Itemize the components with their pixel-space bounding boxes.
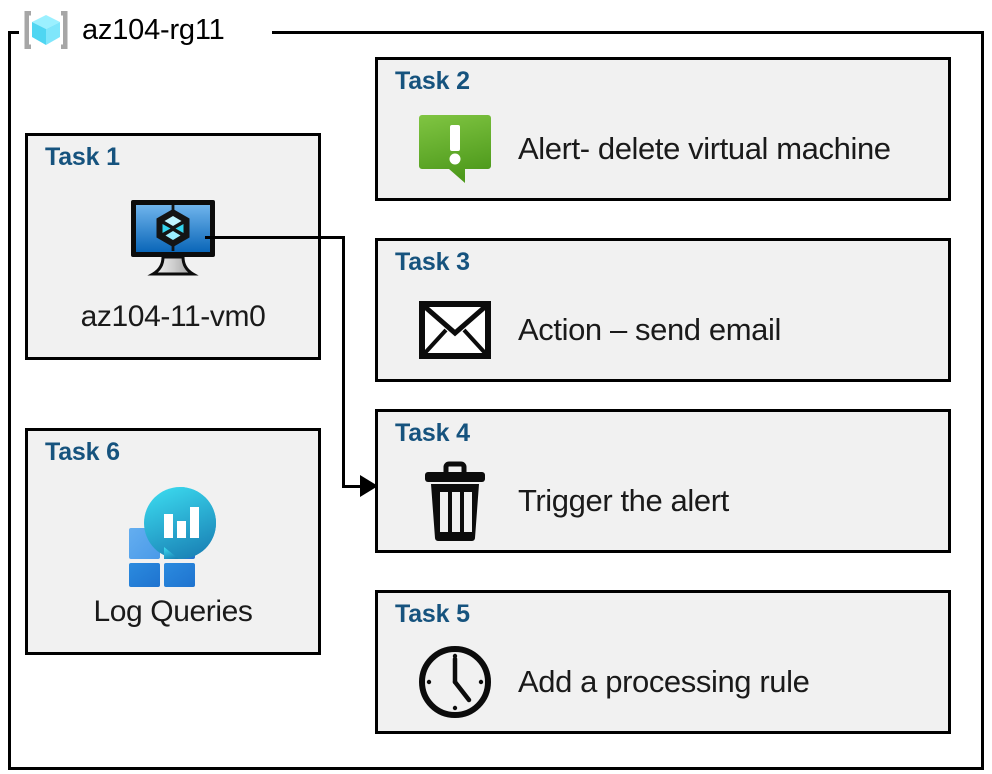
task1-title: Task 1 bbox=[45, 143, 120, 171]
connector-segment-vertical bbox=[342, 236, 345, 487]
task6-card[interactable]: Task 6 bbox=[25, 428, 321, 655]
task4-label: Trigger the alert bbox=[518, 483, 729, 518]
task3-label: Action – send email bbox=[518, 312, 781, 347]
connector-segment-horizontal-bottom bbox=[342, 485, 364, 488]
task5-label: Add a processing rule bbox=[518, 664, 810, 699]
task3-card[interactable]: Task 3 Action – send email bbox=[375, 238, 951, 382]
resource-group-cube-icon bbox=[22, 7, 70, 53]
resource-group-frame-top-right bbox=[272, 31, 984, 34]
resource-group-header: az104-rg11 bbox=[22, 4, 235, 56]
resource-group-frame-right bbox=[981, 31, 984, 770]
trash-can-icon bbox=[416, 461, 494, 541]
clock-icon bbox=[416, 643, 494, 721]
virtual-machine-icon bbox=[127, 184, 219, 296]
task6-title: Task 6 bbox=[45, 438, 120, 466]
connector-arrowhead-icon bbox=[360, 475, 378, 497]
resource-group-frame-left bbox=[8, 31, 11, 770]
task3-title: Task 3 bbox=[395, 248, 470, 276]
task2-title: Task 2 bbox=[395, 67, 470, 95]
task4-title: Task 4 bbox=[395, 419, 470, 447]
resource-group-frame-top-left-stub bbox=[8, 31, 19, 34]
task5-card[interactable]: Task 5 Add a processing rule bbox=[375, 590, 951, 734]
task4-card[interactable]: Task 4 Trigger the alert bbox=[375, 409, 951, 553]
task2-label: Alert- delete virtual machine bbox=[518, 131, 891, 166]
task1-label: az104-11-vm0 bbox=[80, 300, 266, 333]
resource-group-name: az104-rg11 bbox=[82, 13, 225, 46]
task2-card[interactable]: Task 2 Alert- delete virtual machine bbox=[375, 57, 951, 201]
connector-segment-horizontal-top bbox=[205, 236, 345, 239]
log-analytics-icon bbox=[119, 479, 227, 591]
resource-group-frame-bottom bbox=[8, 767, 984, 770]
envelope-icon bbox=[416, 291, 494, 369]
alert-exclamation-icon bbox=[416, 110, 494, 188]
task5-title: Task 5 bbox=[395, 600, 470, 628]
task1-card[interactable]: Task 1 bbox=[25, 133, 321, 360]
task6-label: Log Queries bbox=[93, 595, 253, 628]
